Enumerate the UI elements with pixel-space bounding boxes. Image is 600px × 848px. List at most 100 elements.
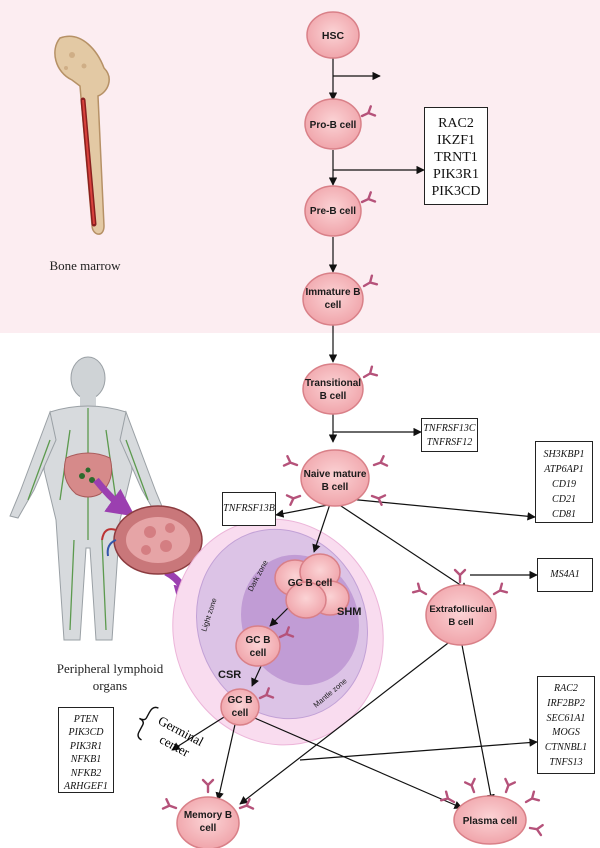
gene-item: TNFRSF12 (426, 437, 473, 448)
cell-label-gc-low-1: GC B (228, 695, 253, 706)
cell-label-pre-b: Pre-B cell (310, 206, 356, 217)
naive-genes-box: SH3KBP1 ATP6AP1 CD19 CD21 CD81 (535, 441, 593, 523)
cell-body (300, 449, 370, 507)
gene-item: TNFRSF13C (423, 423, 476, 434)
cell-body (306, 11, 360, 59)
gene-item: CD21 (552, 494, 576, 505)
cell-pro-b (304, 98, 377, 150)
gene-item: PTEN (73, 714, 99, 725)
bcr-receptor-icon (282, 454, 299, 467)
human-body-lymph-icon (9, 356, 167, 641)
arrow-naive-extra (337, 503, 469, 591)
plasma-genes-box: RAC2 IRF2BP2 SEC61A1 MOGS CTNNBL1 TNFS13 (537, 676, 595, 774)
bcr-receptor-icon (238, 797, 255, 810)
bcr-receptor-icon (372, 454, 389, 467)
arrow-naive-genes (337, 497, 536, 521)
cell-gc-dark-4 (285, 581, 327, 619)
ms4a1-box: MS4A1 (537, 558, 593, 592)
cell-naive-b (282, 449, 389, 507)
cell-gc-low (220, 687, 275, 726)
bcr-receptor-icon (201, 778, 215, 794)
gene-item: PIK3CD (431, 184, 481, 199)
cell-body (304, 98, 362, 150)
cell-label-naive-1: Naive mature (304, 469, 367, 480)
bcr-receptor-icon (528, 823, 544, 837)
gene-item: ATP6AP1 (544, 464, 584, 475)
bcr-receptor-icon (258, 687, 275, 700)
csr-label: CSR (218, 669, 241, 681)
gene-item: MS4A1 (550, 569, 580, 580)
cell-label-memory-1: Memory B (184, 810, 232, 821)
gene-item: PIK3R1 (69, 740, 103, 752)
arrow-gc-memory (215, 719, 237, 801)
bcr-receptor-icon (362, 365, 379, 379)
cell-pre-b (304, 185, 377, 237)
gene-item: TNFS13 (549, 756, 583, 768)
gene-item: NFKB2 (70, 767, 102, 779)
gene-item: RAC2 (438, 116, 474, 131)
cell-label-transitional-1: Transitional (305, 378, 361, 389)
bcr-receptor-icon (453, 568, 467, 584)
cell-label-pro-b: Pro-B cell (310, 120, 357, 131)
cell-body (425, 584, 497, 646)
cell-gc-mid (235, 625, 295, 667)
cell-immature-b (302, 272, 379, 326)
cell-label-gc-dark: GC B cell (288, 578, 333, 589)
gene-item: CD81 (552, 509, 576, 520)
bcr-receptor-icon (360, 191, 377, 204)
cell-label-hsc: HSC (322, 30, 345, 42)
gene-item: ARHGEF1 (64, 781, 108, 793)
bcr-receptor-icon (463, 777, 476, 794)
pro-b-genes-box: RAC2 IKZF1 TRNT1 PIK3R1 PIK3CD (424, 107, 488, 205)
cell-body (176, 796, 240, 848)
cell-plasma (439, 777, 544, 845)
tnfrsf13b-box: TNFRSF13B (222, 492, 276, 526)
gene-item: PIK3R1 (433, 167, 479, 182)
cell-label-plasma: Plasma cell (463, 816, 518, 827)
arrow-extra-memory (239, 639, 453, 805)
cell-hsc (306, 11, 360, 59)
bcr-receptor-icon (492, 582, 509, 596)
lymph-node-zoom-arrow (93, 477, 136, 517)
shm-label: SHM (337, 606, 361, 618)
cell-body (285, 581, 327, 619)
gene-item: TRNT1 (434, 150, 478, 165)
bcr-receptor-icon (285, 494, 302, 507)
germinal-center-label: Germinal center (137, 706, 206, 760)
cell-body (304, 185, 362, 237)
bcr-receptor-icon (278, 626, 295, 639)
cell-transitional-b (302, 363, 379, 415)
cell-body (453, 795, 527, 845)
gc-genes-box: PTEN PIK3CD PIK3R1 NFKB1 NFKB2 ARHGEF1 (58, 707, 114, 793)
lymphoid-organs-label: Peripheral lymphoid organs (20, 660, 200, 694)
gene-item: NFKB1 (70, 754, 102, 766)
gene-item: SEC61A1 (546, 712, 586, 724)
cell-label-extra-2: B cell (448, 617, 473, 628)
bone-marrow-label: Bone marrow (49, 258, 121, 273)
gene-item: RAC2 (554, 683, 578, 694)
cell-label-naive-2: B cell (322, 482, 349, 493)
bcr-receptor-icon (439, 790, 456, 804)
arrow-naive-tnfrsf13b (275, 504, 329, 518)
gene-item: MOGS (552, 727, 580, 739)
cell-label-gc-mid-1: GC B (246, 635, 271, 646)
bcr-receptor-icon (504, 777, 517, 794)
gene-item: PIK3CD (68, 727, 104, 739)
bcr-receptor-icon (411, 582, 428, 596)
cell-memory-b (161, 778, 255, 848)
cell-body (302, 272, 364, 326)
gene-item: IRF2BP2 (547, 697, 585, 709)
cell-body (220, 688, 260, 726)
cell-label-transitional-2: B cell (320, 391, 347, 402)
cell-label-immature-1: Immature B (305, 287, 360, 298)
femur-bone-icon (54, 35, 110, 235)
lymphoid-organs-line2: organs (92, 678, 128, 693)
transitional-genes-box: TNFRSF13C TNFRSF12 (421, 418, 478, 452)
arrow-gc-plasma (249, 715, 463, 809)
arrow-gc-genes (171, 711, 233, 751)
cell-label-immature-2: cell (325, 300, 342, 311)
cells-layer (161, 11, 544, 848)
cell-extrafollicular-b (411, 568, 509, 646)
cell-label-gc-mid-2: cell (250, 648, 267, 659)
